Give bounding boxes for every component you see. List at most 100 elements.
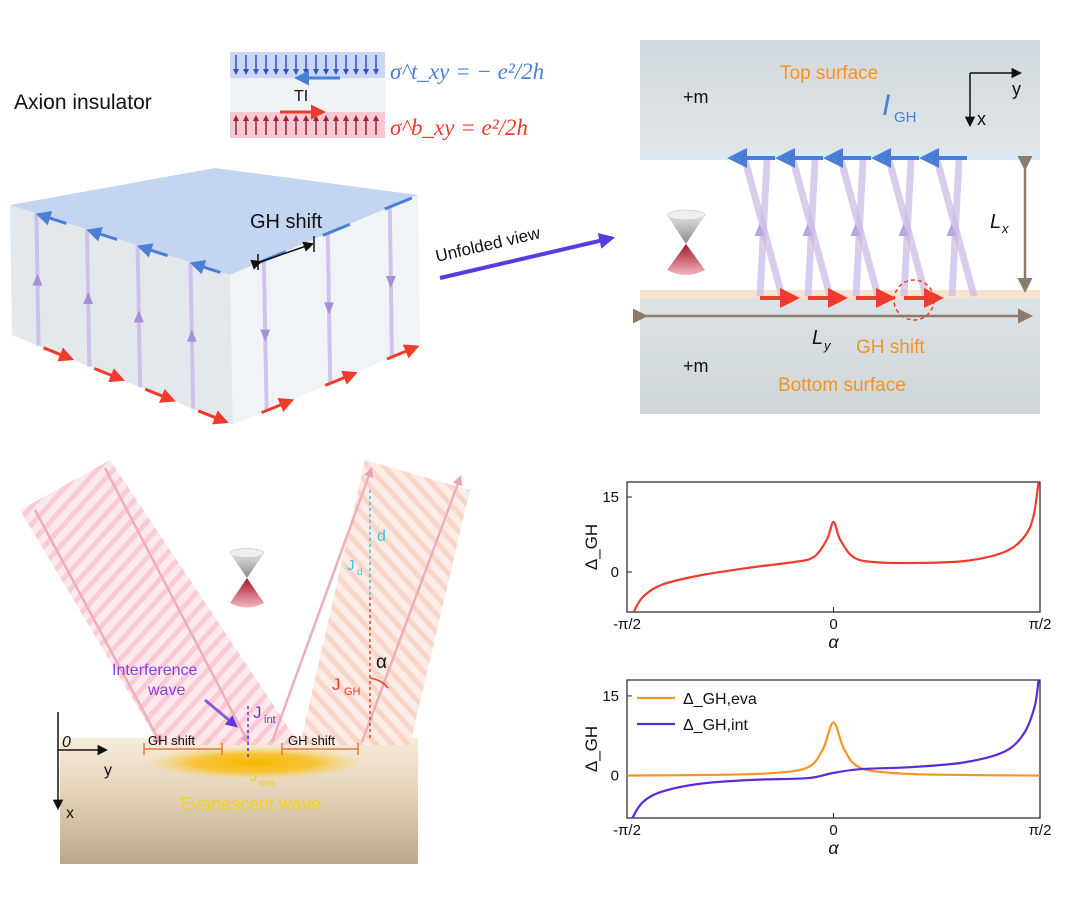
- top-surface-region: [640, 40, 1040, 155]
- spin-up-head: [343, 115, 349, 121]
- top-surface-label: Top surface: [780, 63, 878, 84]
- zigzag-ray: [900, 159, 915, 297]
- spin-down-head: [353, 69, 359, 75]
- spin-up-head: [263, 115, 269, 121]
- zigzag-arrow: [754, 224, 765, 236]
- panel-b: Top surface +m I GH y x L x L y GH shift…: [633, 40, 1040, 414]
- x-axis-label: α: [828, 632, 839, 652]
- series-line: [627, 721, 1040, 777]
- zigzag-ray: [756, 159, 771, 297]
- bottom-edge-arrow: [197, 409, 229, 425]
- spin-down-head: [323, 69, 329, 75]
- bottom-edge-arrow: [93, 367, 125, 383]
- ti-block-3d: GH shift: [10, 168, 420, 425]
- spin-down-head: [263, 69, 269, 75]
- spin-down-head: [313, 69, 319, 75]
- dirac-cone-c: [229, 548, 265, 608]
- spin-up-head: [253, 115, 259, 121]
- spin-down-head: [243, 69, 249, 75]
- y-tick-label: 0: [611, 564, 619, 581]
- axis-y-label: y: [1012, 79, 1021, 99]
- channel-arrow: [385, 276, 396, 288]
- jint-label: J: [253, 703, 262, 722]
- interference-label-2: wave: [147, 682, 185, 699]
- spin-up-head: [373, 115, 379, 121]
- channel-arrow: [324, 302, 334, 315]
- spin-down-head: [333, 69, 339, 75]
- alpha-arc: [369, 677, 389, 689]
- bottom-surface-region: [640, 296, 1040, 414]
- axes-xy-c: 0 y x: [52, 712, 112, 822]
- x-tick-label: π/2: [1029, 822, 1052, 839]
- sigma-bottom-formula: σ^b_xy = e²/2h: [390, 115, 528, 140]
- unfolded-view-arrow: Unfolded view: [434, 223, 616, 280]
- x-tick-label: 0: [829, 616, 837, 633]
- bottom-edge-arrow: [386, 344, 420, 361]
- evanescent-region: [150, 747, 360, 779]
- panel-c: d J d J GH α Interference wave J int GH …: [20, 460, 470, 864]
- current-sub: GH: [894, 109, 917, 126]
- top-edge-arrow: [189, 259, 221, 275]
- zigzag-ray: [804, 159, 819, 297]
- spin-up-head: [243, 115, 249, 121]
- top-edge-segment: [322, 223, 351, 237]
- spin-up-head: [273, 115, 279, 121]
- x-tick-label: -π/2: [613, 822, 641, 839]
- series-line: [632, 482, 1040, 612]
- mass-bottom: +m: [683, 356, 709, 376]
- evanescent-label: Evanescent wave: [180, 794, 321, 814]
- panel-a: Axion insulator TI σ^t_xy = − e²/2h σ^b_…: [10, 52, 616, 425]
- lx-sub: x: [1001, 221, 1009, 236]
- ly-label: L: [812, 327, 823, 349]
- alpha-label: α: [376, 652, 387, 673]
- axion-title: Axion insulator: [14, 91, 152, 114]
- top-edge-arrow: [35, 210, 67, 226]
- zigzag-ray: [948, 159, 963, 297]
- plot-frame: [626, 481, 1041, 613]
- channel-arrow: [83, 292, 94, 304]
- reflected-beam: [300, 460, 470, 745]
- block-gh-shift-label: GH shift: [250, 211, 323, 233]
- y-tick-label: 0: [611, 768, 619, 785]
- current-i: I: [882, 89, 890, 122]
- zigzag-arrow: [946, 224, 957, 236]
- spin-up-head: [323, 115, 329, 121]
- spin-up-arrows: [233, 115, 379, 135]
- legend-label: Δ_GH,eva: [683, 691, 757, 708]
- jint-sub: int: [264, 714, 276, 726]
- x-tick-label: π/2: [1029, 616, 1052, 633]
- plot-frame: [626, 679, 1041, 819]
- jeva-sub: eva: [259, 778, 276, 789]
- spin-down-head: [233, 69, 239, 75]
- top-edge-segment: [384, 196, 413, 211]
- channel-arrow: [32, 273, 43, 286]
- beam-rays: [33, 467, 463, 745]
- mass-top: +m: [683, 87, 709, 107]
- bottom-edge-arrow: [42, 346, 75, 362]
- spin-up-head: [303, 115, 309, 121]
- x-tick-label: -π/2: [613, 616, 641, 633]
- bottom-edge-arrow: [261, 398, 295, 414]
- ti-label: TI: [294, 88, 308, 105]
- jd-label: J: [347, 557, 355, 574]
- spin-down-head: [363, 69, 369, 75]
- top-edge-arrow: [86, 227, 118, 242]
- jgh-label: J: [332, 675, 341, 694]
- jd-sub: d: [357, 567, 363, 578]
- sigma-top-formula: σ^t_xy = − e²/2h: [390, 59, 544, 84]
- edge-channels: [32, 196, 420, 425]
- top-edge-arrow: [136, 243, 169, 258]
- zigzag-trajectories: [741, 159, 978, 297]
- zigzag-arrow: [802, 224, 813, 236]
- interference-label: Interference: [112, 662, 197, 679]
- spin-down-head: [273, 69, 279, 75]
- zigzag-arrow: [850, 224, 861, 236]
- channel-arrow: [186, 329, 197, 342]
- spin-up-head: [283, 115, 289, 121]
- y-tick-label: 15: [602, 489, 619, 506]
- gh-shift-brackets-c: [143, 743, 359, 755]
- spin-down-head: [253, 69, 259, 75]
